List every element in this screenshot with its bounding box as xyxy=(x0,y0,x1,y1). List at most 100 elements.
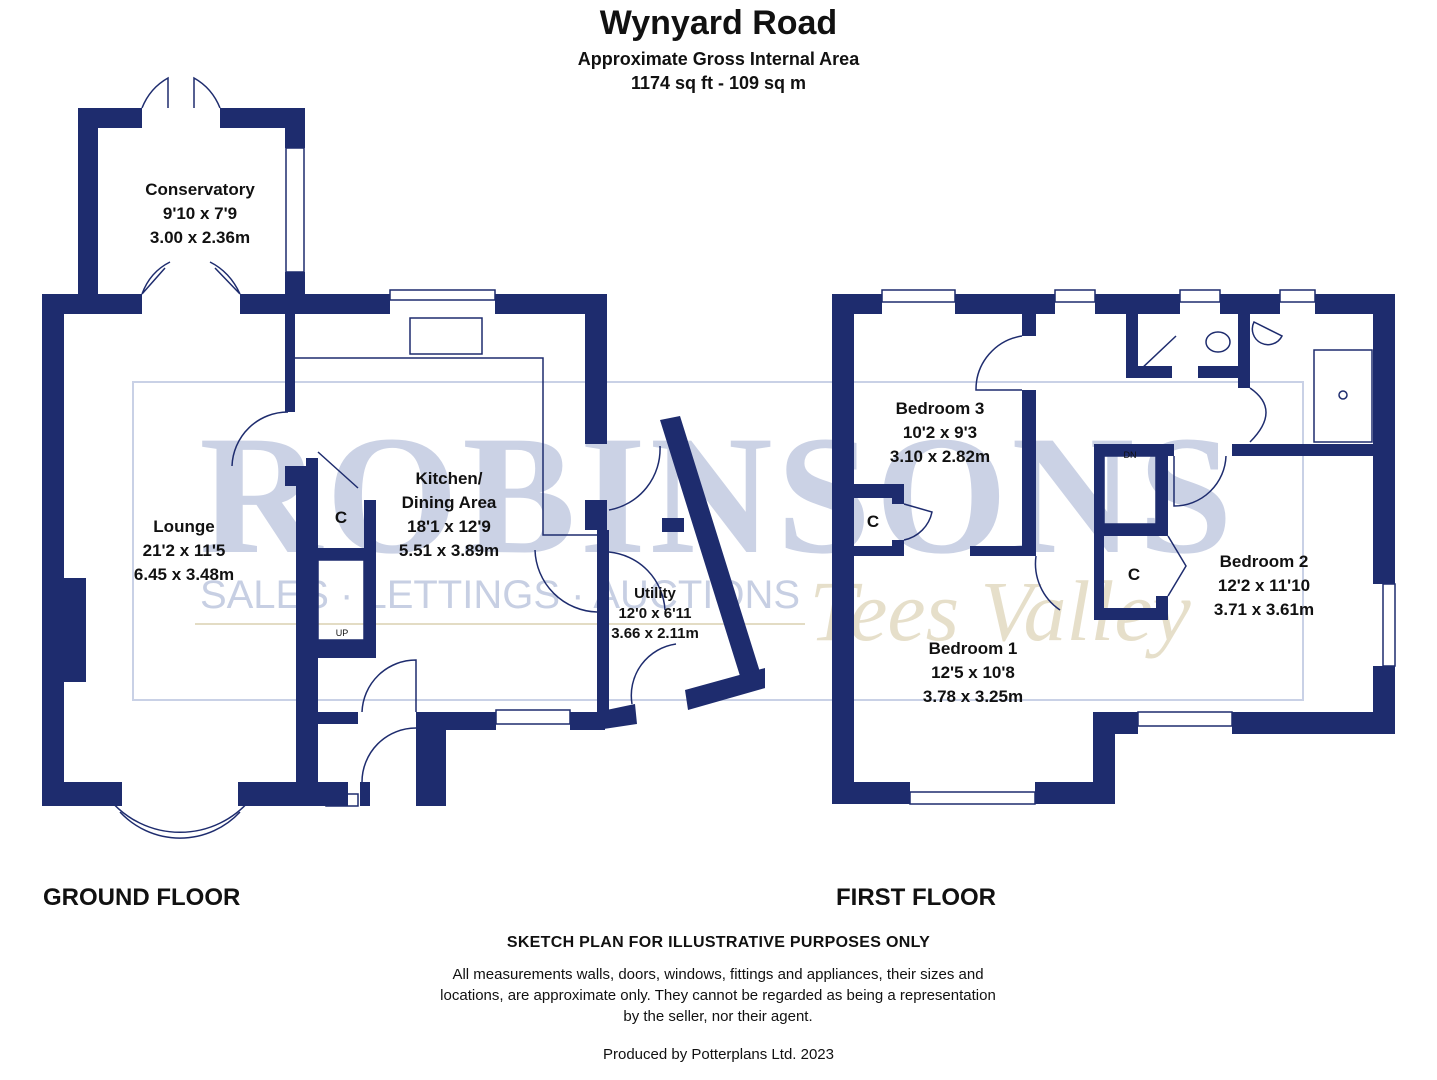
wall xyxy=(1093,712,1138,734)
wall xyxy=(1022,390,1036,550)
wall xyxy=(306,458,318,550)
wall xyxy=(1198,366,1242,378)
conservatory-name: Conservatory xyxy=(145,180,255,199)
lounge-name: Lounge xyxy=(153,517,214,536)
wall xyxy=(42,294,64,806)
door-swing xyxy=(1034,555,1061,611)
area-value: 1174 sq ft - 109 sq m xyxy=(630,73,807,93)
door-swing xyxy=(231,411,289,467)
window xyxy=(881,289,956,303)
wall xyxy=(570,712,605,730)
staircase xyxy=(317,559,365,641)
plan-title: Wynyard Road xyxy=(599,4,838,42)
wall xyxy=(306,548,376,560)
wall xyxy=(78,108,98,303)
wall xyxy=(1373,294,1395,584)
bedroom2-name: Bedroom 2 xyxy=(1220,552,1309,571)
wall xyxy=(416,712,446,806)
wall xyxy=(1156,596,1168,620)
ground-cupboard-label: C xyxy=(335,508,347,527)
first-floor-fixtures xyxy=(881,289,1396,805)
wall xyxy=(1238,294,1250,388)
door-swing xyxy=(608,551,666,611)
window xyxy=(285,147,305,273)
door-swing xyxy=(630,643,677,705)
wall xyxy=(955,294,1055,314)
wall xyxy=(1373,666,1395,734)
wall xyxy=(685,668,765,710)
wall xyxy=(854,546,894,556)
wall xyxy=(220,108,305,128)
door-swing xyxy=(361,659,417,713)
door-swing xyxy=(534,549,598,613)
wall xyxy=(1156,444,1168,536)
window xyxy=(495,709,571,725)
window xyxy=(1179,289,1221,303)
wall xyxy=(318,712,358,724)
door-swing xyxy=(1139,335,1177,371)
lounge-imperial: 21'2 x 11'5 xyxy=(143,541,226,560)
conservatory-metric: 3.00 x 2.36m xyxy=(150,228,250,247)
door-swing xyxy=(1167,535,1187,597)
toilet xyxy=(1205,331,1231,353)
wall xyxy=(585,294,607,444)
wall xyxy=(1232,444,1395,456)
lounge-metric: 6.45 x 3.48m xyxy=(134,565,234,584)
utility-metric: 3.66 x 2.11m xyxy=(611,625,699,642)
bedroom3-imperial: 10'2 x 9'3 xyxy=(903,423,977,442)
wall xyxy=(832,294,854,804)
wall xyxy=(1094,444,1104,620)
wall xyxy=(892,540,904,556)
door-swing xyxy=(141,76,169,109)
wall xyxy=(585,500,607,530)
window xyxy=(1382,583,1396,667)
wall xyxy=(42,782,122,806)
bedroom2-imperial: 12'2 x 11'10 xyxy=(1218,576,1310,595)
wall xyxy=(78,108,142,128)
bedroom1-name: Bedroom 1 xyxy=(929,639,1018,658)
door-swing xyxy=(975,335,1023,391)
wall xyxy=(306,640,376,658)
ground-floor-fixtures xyxy=(109,76,677,839)
worktop xyxy=(295,357,597,536)
wall xyxy=(660,416,765,692)
wall xyxy=(285,108,305,148)
door-swing xyxy=(209,261,241,295)
window xyxy=(1279,289,1316,303)
first-stairs-label: DN xyxy=(1124,450,1137,460)
door-swing xyxy=(141,261,171,295)
wall xyxy=(832,782,910,804)
conservatory-imperial: 9'10 x 7'9 xyxy=(163,204,237,223)
first-floor-plan xyxy=(832,294,1395,804)
door-swing xyxy=(903,503,933,541)
bay-window xyxy=(109,799,251,834)
wall xyxy=(1093,712,1115,804)
wall xyxy=(64,578,86,682)
staircase xyxy=(1103,455,1157,525)
wall xyxy=(597,704,637,730)
door-swing xyxy=(1249,387,1267,443)
area-caption: Approximate Gross Internal Area xyxy=(577,49,860,69)
wall xyxy=(1232,712,1395,734)
first-floor-label: FIRST FLOOR xyxy=(836,884,996,911)
bedroom3-name: Bedroom 3 xyxy=(896,399,985,418)
door-swing xyxy=(361,727,417,783)
window xyxy=(389,289,496,301)
wall xyxy=(360,782,370,806)
wall xyxy=(1022,294,1036,336)
shower-tray xyxy=(1313,349,1373,443)
door-swing xyxy=(608,445,661,511)
bedroom3-metric: 3.10 x 2.82m xyxy=(890,447,990,466)
kitchen-name-line2: Dining Area xyxy=(402,493,497,512)
bedroom1-metric: 3.78 x 3.25m xyxy=(923,687,1023,706)
wall xyxy=(42,294,142,314)
wall xyxy=(495,294,607,314)
wall xyxy=(1126,366,1172,378)
kitchen-metric: 5.51 x 3.89m xyxy=(399,541,499,560)
wall xyxy=(285,294,295,412)
ground-floor-label: GROUND FLOOR xyxy=(43,884,241,911)
wall xyxy=(1094,444,1174,456)
window xyxy=(909,791,1036,805)
kitchen-imperial: 18'1 x 12'9 xyxy=(407,517,491,536)
